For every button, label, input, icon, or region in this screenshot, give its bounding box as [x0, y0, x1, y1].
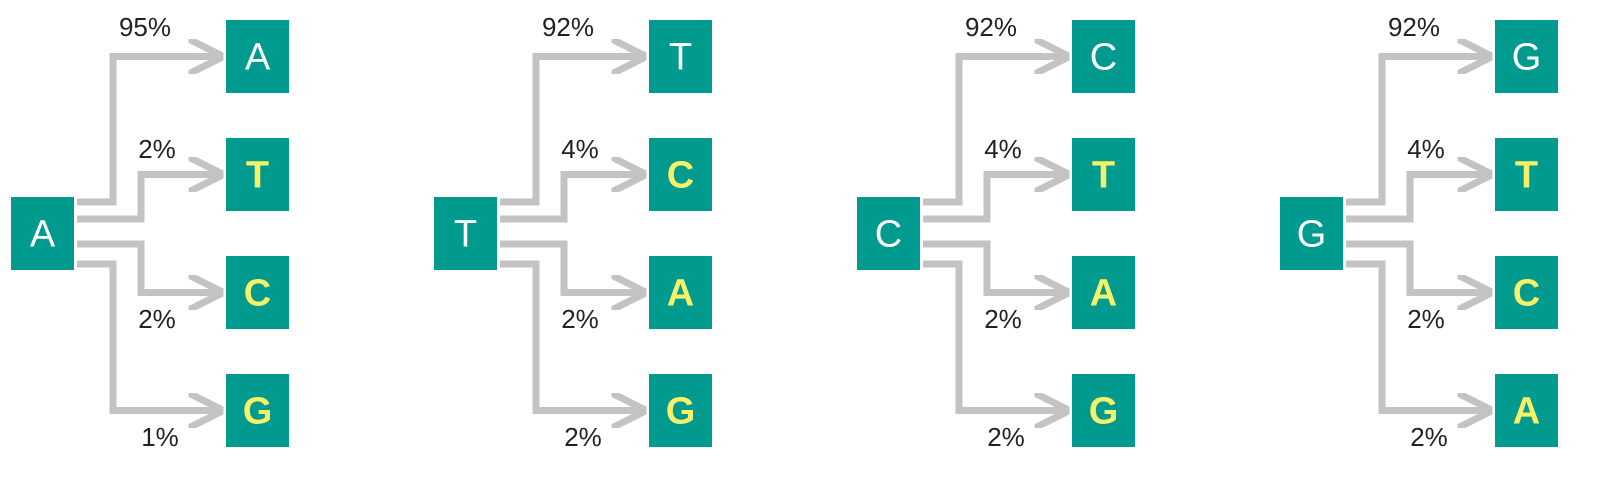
source-letter: T — [454, 214, 477, 256]
source-box-a — [11, 197, 74, 270]
percent-label: 92% — [965, 12, 1017, 42]
group-c: C C 92% T 4% A 2% G 2% — [857, 12, 1135, 452]
target-box-c — [1072, 20, 1135, 93]
target-box-t — [1495, 138, 1558, 211]
target-letter: G — [1089, 391, 1119, 433]
target-letter: T — [1092, 155, 1115, 197]
percent-label: 4% — [561, 134, 599, 164]
percent-label: 4% — [1407, 134, 1445, 164]
percent-label: 2% — [564, 422, 602, 452]
target-box-c — [649, 138, 712, 211]
target-letter: A — [667, 273, 694, 315]
percent-label: 2% — [1410, 422, 1448, 452]
target-box-a — [1072, 256, 1135, 329]
group-g: G G 92% T 4% C 2% A 2% — [1280, 12, 1558, 452]
arrow-a-to-t — [77, 175, 220, 223]
source-box-g — [1280, 197, 1343, 270]
percent-label: 2% — [138, 304, 176, 334]
percent-label: 2% — [138, 134, 176, 164]
arrow-c-to-t — [923, 175, 1066, 223]
target-letter: T — [246, 155, 269, 197]
source-letter: A — [30, 214, 56, 256]
arrow-t-to-a — [500, 240, 643, 293]
target-letter: G — [1512, 37, 1542, 79]
target-letter: C — [244, 273, 271, 315]
target-letter: T — [669, 37, 692, 79]
arrow-a-to-a — [77, 57, 220, 206]
target-letter: C — [1513, 273, 1540, 315]
source-box-c — [857, 197, 920, 270]
arrow-g-to-c — [1346, 240, 1489, 293]
target-box-g — [1072, 374, 1135, 447]
percent-label: 92% — [542, 12, 594, 42]
target-box-c — [1495, 256, 1558, 329]
target-box-c — [226, 256, 289, 329]
arrow-c-to-a — [923, 240, 1066, 293]
arrow-a-to-g — [77, 260, 220, 411]
source-letter: C — [875, 214, 902, 256]
arrow-t-to-t — [500, 57, 643, 206]
target-letter: T — [1515, 155, 1538, 197]
arrow-c-to-c — [923, 57, 1066, 206]
arrow-a-to-c — [77, 240, 220, 293]
percent-label: 1% — [141, 422, 179, 452]
source-letter: G — [1297, 214, 1327, 256]
target-letter: G — [243, 391, 273, 433]
percent-label: 2% — [1407, 304, 1445, 334]
target-box-g — [1495, 20, 1558, 93]
target-box-a — [649, 256, 712, 329]
percent-label: 4% — [984, 134, 1022, 164]
target-letter: A — [1513, 391, 1540, 433]
target-box-a — [1495, 374, 1558, 447]
arrow-g-to-a — [1346, 260, 1489, 411]
target-letter: C — [667, 155, 694, 197]
source-box-t — [434, 197, 497, 270]
arrow-g-to-t — [1346, 175, 1489, 223]
target-box-t — [226, 138, 289, 211]
arrow-t-to-c — [500, 175, 643, 223]
target-box-t — [649, 20, 712, 93]
target-box-g — [226, 374, 289, 447]
group-t: T T 92% C 4% A 2% G 2% — [434, 12, 712, 452]
target-box-t — [1072, 138, 1135, 211]
target-letter: C — [1090, 37, 1117, 79]
percent-label: 95% — [119, 12, 171, 42]
percent-label: 92% — [1388, 12, 1440, 42]
target-letter: G — [666, 391, 696, 433]
target-box-a — [226, 20, 289, 93]
percent-label: 2% — [987, 422, 1025, 452]
target-box-g — [649, 374, 712, 447]
arrow-c-to-g — [923, 260, 1066, 411]
arrow-g-to-g — [1346, 57, 1489, 206]
target-letter: A — [1090, 273, 1117, 315]
percent-label: 2% — [561, 304, 599, 334]
group-a: A A 95% T 2% C 2% G 1% — [11, 12, 289, 452]
target-letter: A — [245, 37, 271, 79]
arrow-t-to-g — [500, 260, 643, 411]
percent-label: 2% — [984, 304, 1022, 334]
